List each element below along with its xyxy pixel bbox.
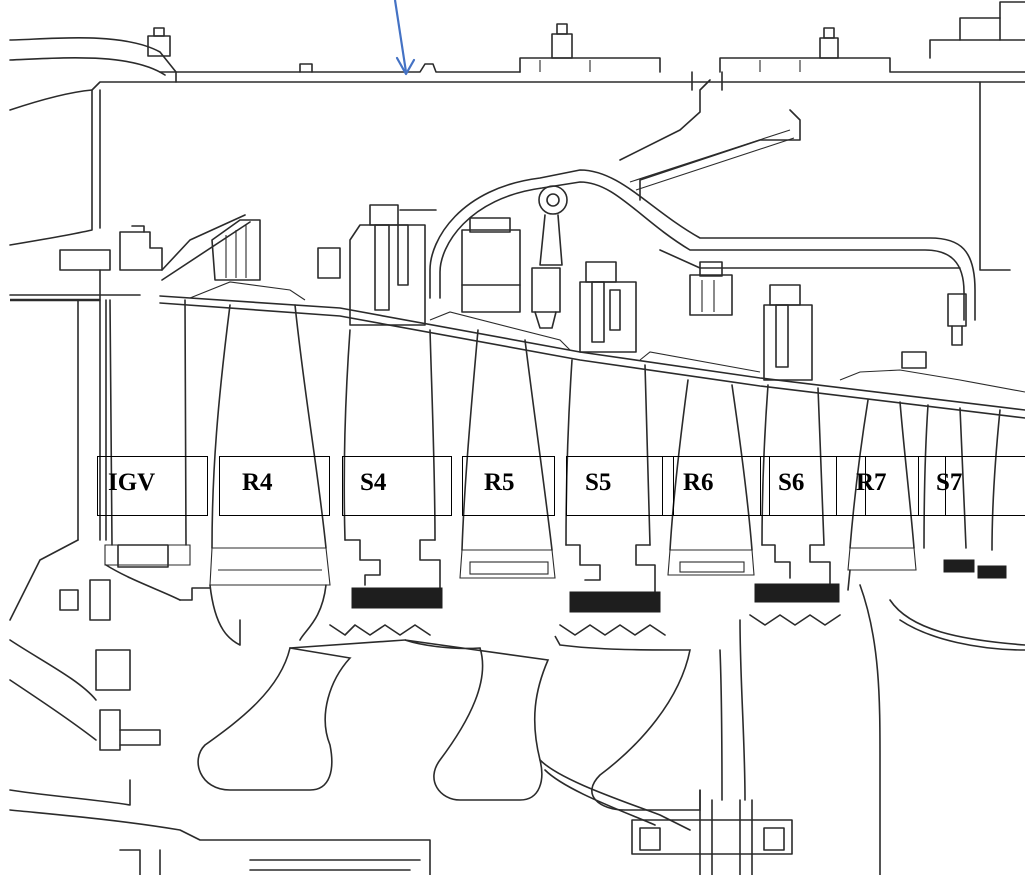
casing-bolt-2 bbox=[551, 23, 573, 59]
r5-label: R5 bbox=[484, 469, 515, 496]
r7-label: R7 bbox=[856, 469, 887, 496]
igv-label: IGV bbox=[108, 469, 156, 496]
s4-label: S4 bbox=[360, 469, 387, 496]
r4-label-box bbox=[219, 456, 330, 516]
rotor-disks bbox=[179, 569, 1025, 875]
casing-bolt-1 bbox=[147, 27, 171, 57]
s4-label-box bbox=[342, 456, 452, 516]
igv-label-box bbox=[97, 456, 208, 516]
r7-label-box bbox=[836, 456, 946, 516]
r6-label-box bbox=[662, 456, 770, 516]
s5-label: S5 bbox=[585, 469, 612, 496]
casing-bolt-3 bbox=[819, 27, 839, 59]
s5-label-box bbox=[566, 456, 674, 516]
s6-label: S6 bbox=[778, 469, 805, 496]
inlet-structure bbox=[9, 81, 251, 541]
outer-casing bbox=[9, 1, 1025, 83]
stator-actuation-bolts bbox=[211, 185, 967, 381]
s7-label: S7 bbox=[936, 469, 963, 496]
r5-label-box bbox=[462, 456, 555, 516]
r6-label: R6 bbox=[683, 469, 714, 496]
shaft-and-bearing bbox=[9, 539, 793, 875]
bleed-ducts bbox=[429, 71, 1011, 321]
s7-label-box bbox=[918, 456, 1025, 516]
s6-label-box bbox=[760, 456, 866, 516]
r4-label: R4 bbox=[242, 469, 273, 496]
stator-seals bbox=[344, 539, 1007, 613]
airfoils bbox=[104, 299, 1001, 586]
callout-arrow bbox=[393, 0, 416, 76]
